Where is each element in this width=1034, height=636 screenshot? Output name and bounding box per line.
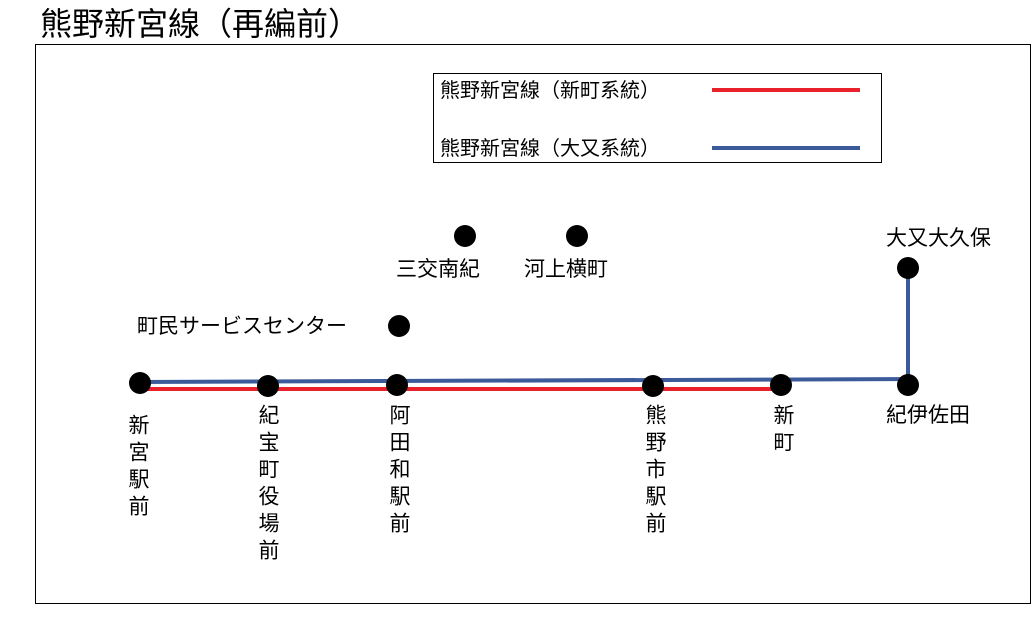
stop-label-shinmachi: 新町	[771, 404, 795, 458]
stop-label-omata-okubo: 大又大久保	[886, 226, 991, 250]
stop-label-kumanoshi-eki-mae: 熊野市駅前	[643, 404, 667, 539]
legend-item-shinmachi: 熊野新宮線（新町系統）	[440, 76, 870, 106]
legend-label: 熊野新宮線（大又系統）	[440, 136, 660, 160]
stop-marker-ada-wa-eki-mae[interactable]	[386, 374, 408, 396]
stop-marker-mikko-nanki[interactable]	[454, 225, 476, 247]
stop-marker-chomin-service-center[interactable]	[388, 315, 410, 337]
stop-label-ada-wa-eki-mae: 阿田和駅前	[387, 404, 411, 539]
stop-label-mikko-nanki: 三交南紀	[396, 257, 480, 281]
stop-label-kiho-yakuba-mae: 紀宝町役場前	[256, 404, 280, 566]
page-title: 熊野新宮線（再編前）	[40, 5, 361, 43]
diagram-frame	[35, 44, 1031, 604]
stop-label-ki-isada: 紀伊佐田	[886, 403, 970, 427]
stop-marker-kumanoshi-eki-mae[interactable]	[642, 375, 664, 397]
stop-marker-shinmachi[interactable]	[770, 374, 792, 396]
legend-swatch-red	[712, 88, 860, 92]
legend-label: 熊野新宮線（新町系統）	[440, 78, 660, 102]
legend-item-omata: 熊野新宮線（大又系統）	[440, 134, 870, 164]
stop-marker-shingu-eki-mae[interactable]	[129, 372, 151, 394]
legend-swatch-blue	[712, 146, 860, 150]
stop-label-kawakami-yokomachi: 河上横町	[524, 257, 608, 281]
stop-marker-kiho-yakuba-mae[interactable]	[257, 375, 279, 397]
stop-label-chomin-service-center: 町民サービスセンター	[137, 314, 347, 338]
stop-marker-omata-okubo[interactable]	[897, 257, 919, 279]
stop-marker-kawakami-yokomachi[interactable]	[566, 225, 588, 247]
stop-marker-ki-isada[interactable]	[897, 374, 919, 396]
stop-label-shingu-eki-mae: 新宮駅前	[126, 414, 150, 522]
legend: 熊野新宮線（新町系統） 熊野新宮線（大又系統）	[433, 73, 882, 163]
